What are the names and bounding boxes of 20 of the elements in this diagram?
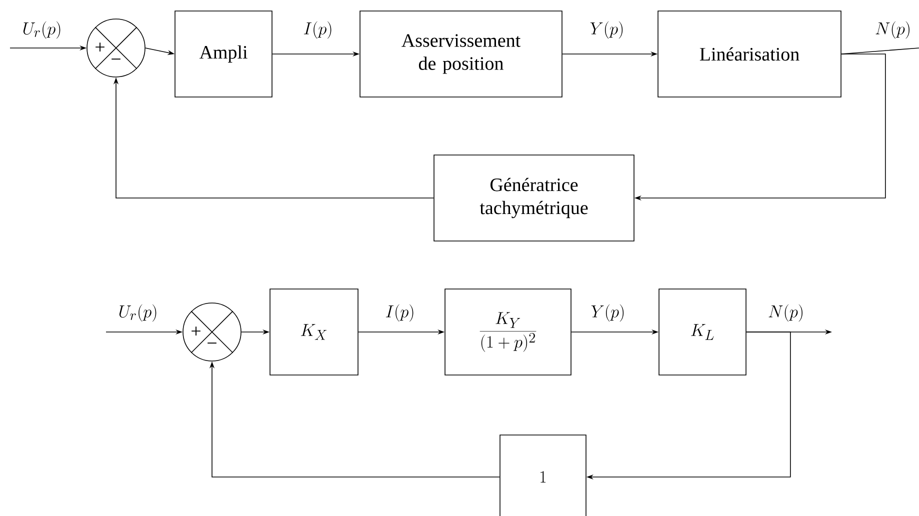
sign-label: − — [112, 58, 120, 60]
signal-label: $Y(p)$ — [590, 21, 623, 39]
sign-label: + — [192, 326, 200, 336]
block-box: Asservissement de position — [360, 10, 562, 98]
block-box: Génératrice tachymétrique — [434, 154, 634, 242]
signal-label: $Y(p)$ — [591, 304, 624, 322]
block-box: Linéarisation — [658, 10, 842, 98]
signal-label: $N(p)$ — [876, 21, 910, 39]
block-box: $\frac{K_Y}{(1+p)^2}$ — [444, 288, 572, 376]
signal-label: $N(p)$ — [768, 304, 802, 322]
block-box: Ampli — [174, 10, 272, 98]
signal-label: $U_r(p)$ — [23, 21, 60, 39]
signal-label: $I(p)$ — [386, 304, 414, 322]
signal-label: $U_r(p)$ — [119, 304, 156, 322]
block-box: $K_L$ — [658, 288, 746, 376]
block-box: $1$ — [500, 434, 586, 516]
sign-label: + — [96, 42, 104, 52]
signal-label: $I(p)$ — [304, 21, 332, 39]
block-box: $K_X$ — [270, 288, 358, 376]
sign-label: − — [208, 342, 216, 344]
